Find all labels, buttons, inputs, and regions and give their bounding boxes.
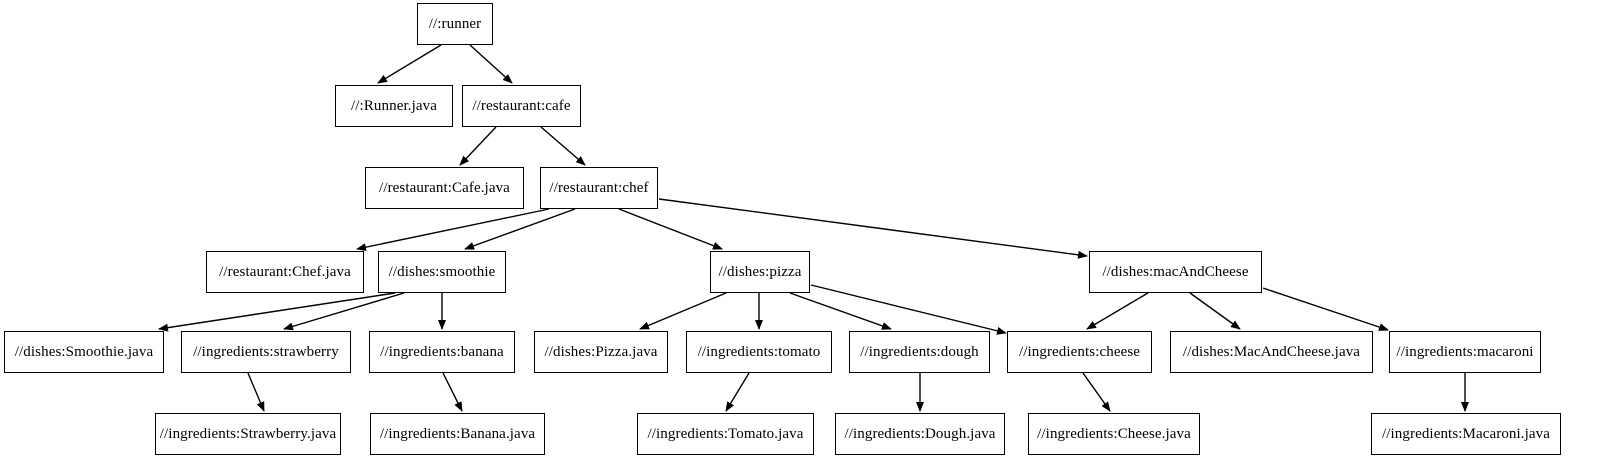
graph-edge-runner-to-runner_java bbox=[377, 44, 442, 84]
graph-node-ing_cheese[interactable]: //ingredients:cheese bbox=[1007, 331, 1152, 373]
graph-node-label: //dishes:Pizza.java bbox=[544, 343, 658, 360]
graph-node-dishes_pizza[interactable]: //dishes:pizza bbox=[710, 251, 810, 293]
graph-node-label: //dishes:smoothie bbox=[388, 263, 496, 280]
graph-edge-dishes_pizza-to-pizza_java bbox=[639, 292, 727, 330]
graph-node-banana_java[interactable]: //ingredients:Banana.java bbox=[370, 413, 545, 455]
graph-node-runner[interactable]: //:runner bbox=[417, 3, 493, 45]
graph-node-mac_java[interactable]: //dishes:MacAndCheese.java bbox=[1170, 331, 1373, 373]
graph-node-cheese_java[interactable]: //ingredients:Cheese.java bbox=[1028, 413, 1200, 455]
graph-node-tomato_java[interactable]: //ingredients:Tomato.java bbox=[637, 413, 814, 455]
graph-edge-dishes_mac-to-ing_cheese bbox=[1086, 292, 1149, 330]
graph-node-pizza_java[interactable]: //dishes:Pizza.java bbox=[534, 331, 668, 373]
graph-node-restaurant_cafe[interactable]: //restaurant:cafe bbox=[462, 85, 581, 127]
graph-node-ing_strawberry[interactable]: //ingredients:strawberry bbox=[181, 331, 351, 373]
graph-node-label: //ingredients:cheese bbox=[1018, 343, 1141, 360]
graph-node-label: //ingredients:strawberry bbox=[193, 343, 339, 360]
graph-node-cafe_java[interactable]: //restaurant:Cafe.java bbox=[365, 167, 524, 209]
graph-edge-runner-to-restaurant_cafe bbox=[469, 44, 513, 84]
graph-node-macaroni_java[interactable]: //ingredients:Macaroni.java bbox=[1371, 413, 1561, 455]
graph-node-label: //ingredients:Banana.java bbox=[379, 425, 536, 442]
graph-node-ing_macaroni[interactable]: //ingredients:macaroni bbox=[1389, 331, 1541, 373]
graph-node-label: //ingredients:Strawberry.java bbox=[159, 425, 337, 442]
graph-edge-dishes_mac-to-ing_macaroni bbox=[1262, 287, 1389, 331]
graph-edge-dishes_smoothie-to-smoothie_java bbox=[158, 292, 396, 332]
graph-node-ing_banana[interactable]: //ingredients:banana bbox=[369, 331, 515, 373]
graph-edge-ing_strawberry-to-strawberry_java bbox=[247, 372, 265, 412]
graph-edge-dishes_mac-to-mac_java bbox=[1189, 292, 1241, 330]
graph-edge-dishes_smoothie-to-ing_strawberry bbox=[283, 292, 405, 331]
graph-edge-restaurant_cafe-to-restaurant_chef bbox=[540, 126, 586, 166]
graph-node-label: //ingredients:Cheese.java bbox=[1037, 425, 1191, 442]
graph-node-label: //restaurant:cafe bbox=[472, 97, 571, 114]
graph-node-label: //ingredients:tomato bbox=[697, 343, 821, 360]
graph-node-label: //dishes:pizza bbox=[718, 263, 802, 280]
graph-node-ing_dough[interactable]: //ingredients:dough bbox=[849, 331, 990, 373]
graph-node-label: //ingredients:macaroni bbox=[1396, 343, 1534, 360]
graph-edge-restaurant_chef-to-dishes_smoothie bbox=[464, 208, 576, 250]
graph-node-label: //dishes:macAndCheese bbox=[1102, 263, 1249, 280]
graph-node-restaurant_chef[interactable]: //restaurant:chef bbox=[540, 167, 658, 209]
graph-edge-restaurant_chef-to-chef_java bbox=[356, 208, 550, 252]
graph-edge-ing_banana-to-banana_java bbox=[442, 372, 463, 412]
graph-node-dishes_smoothie[interactable]: //dishes:smoothie bbox=[378, 251, 506, 293]
graph-node-smoothie_java[interactable]: //dishes:Smoothie.java bbox=[4, 331, 164, 373]
graph-node-label: //ingredients:banana bbox=[380, 343, 504, 360]
graph-node-label: //ingredients:Dough.java bbox=[844, 425, 996, 442]
graph-node-ing_tomato[interactable]: //ingredients:tomato bbox=[686, 331, 832, 373]
graph-node-dough_java[interactable]: //ingredients:Dough.java bbox=[835, 413, 1005, 455]
graph-edge-dishes_pizza-to-ing_cheese bbox=[810, 284, 1007, 335]
graph-edge-restaurant_chef-to-dishes_pizza bbox=[618, 208, 723, 250]
graph-node-label: //dishes:Smoothie.java bbox=[14, 343, 154, 360]
graph-node-label: //restaurant:Cafe.java bbox=[379, 179, 510, 196]
graph-edge-restaurant_cafe-to-cafe_java bbox=[459, 126, 497, 166]
graph-node-label: //ingredients:Tomato.java bbox=[647, 425, 804, 442]
graph-edge-restaurant_chef-to-dishes_mac bbox=[658, 198, 1088, 259]
graph-node-label: //restaurant:Chef.java bbox=[219, 263, 351, 280]
graph-node-label: //restaurant:chef bbox=[549, 179, 649, 196]
graph-node-runner_java[interactable]: //:Runner.java bbox=[335, 85, 453, 127]
graph-node-label: //ingredients:Macaroni.java bbox=[1381, 425, 1551, 442]
graph-edge-ing_cheese-to-cheese_java bbox=[1082, 372, 1111, 412]
graph-node-label: //:runner bbox=[428, 15, 482, 32]
graph-edge-ing_tomato-to-tomato_java bbox=[725, 372, 750, 412]
graph-edge-dishes_pizza-to-ing_dough bbox=[789, 292, 892, 330]
graph-node-chef_java[interactable]: //restaurant:Chef.java bbox=[206, 251, 364, 293]
graph-node-label: //dishes:MacAndCheese.java bbox=[1182, 343, 1361, 360]
graph-node-strawberry_java[interactable]: //ingredients:Strawberry.java bbox=[155, 413, 341, 455]
graph-node-dishes_mac[interactable]: //dishes:macAndCheese bbox=[1089, 251, 1262, 293]
graph-node-label: //ingredients:dough bbox=[860, 343, 979, 360]
graph-node-label: //:Runner.java bbox=[351, 97, 437, 114]
